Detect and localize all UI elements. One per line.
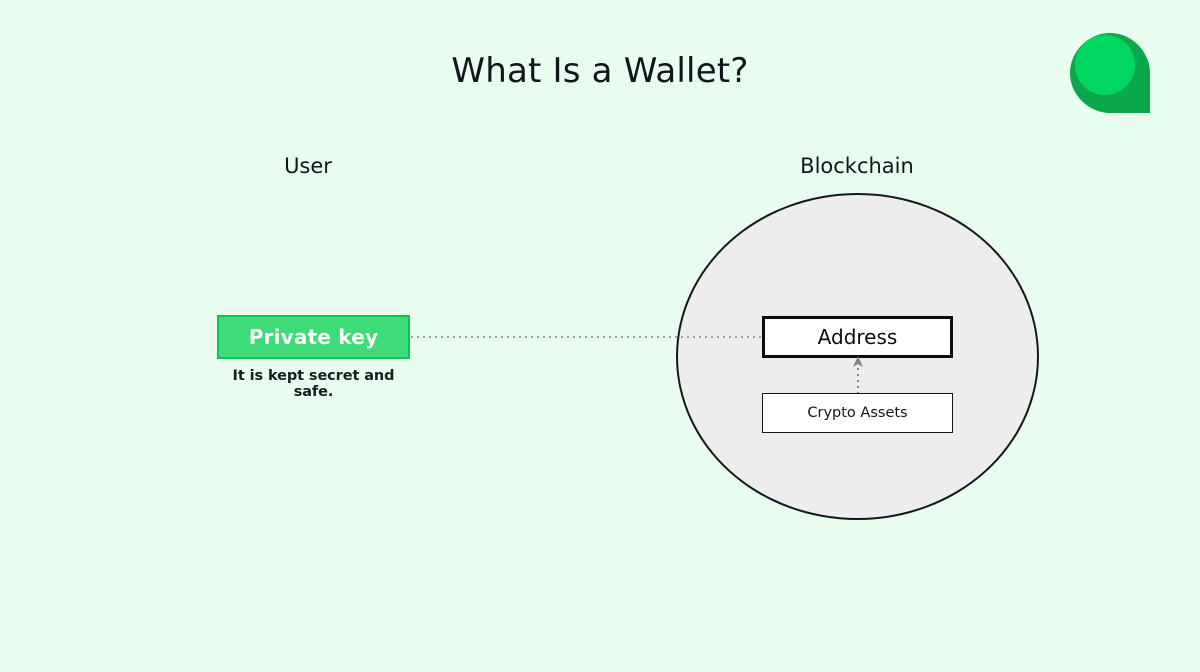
teardrop-leaf-logo	[1068, 31, 1152, 115]
private-key-label: Private key	[248, 325, 379, 349]
column-label-user: User	[284, 154, 332, 178]
column-label-blockchain: Blockchain	[800, 154, 914, 178]
crypto-assets-label: Crypto Assets	[807, 405, 908, 421]
connector-private-key-to-address	[411, 336, 762, 338]
page-title: What Is a Wallet?	[451, 51, 749, 91]
private-key-caption: It is kept secret and safe.	[232, 368, 395, 400]
private-key-box[interactable]: Private key	[217, 315, 410, 359]
address-label: Address	[817, 325, 898, 349]
address-box[interactable]: Address	[762, 316, 953, 358]
crypto-assets-box[interactable]: Crypto Assets	[762, 393, 953, 433]
connector-crypto-assets-to-address	[851, 356, 865, 394]
